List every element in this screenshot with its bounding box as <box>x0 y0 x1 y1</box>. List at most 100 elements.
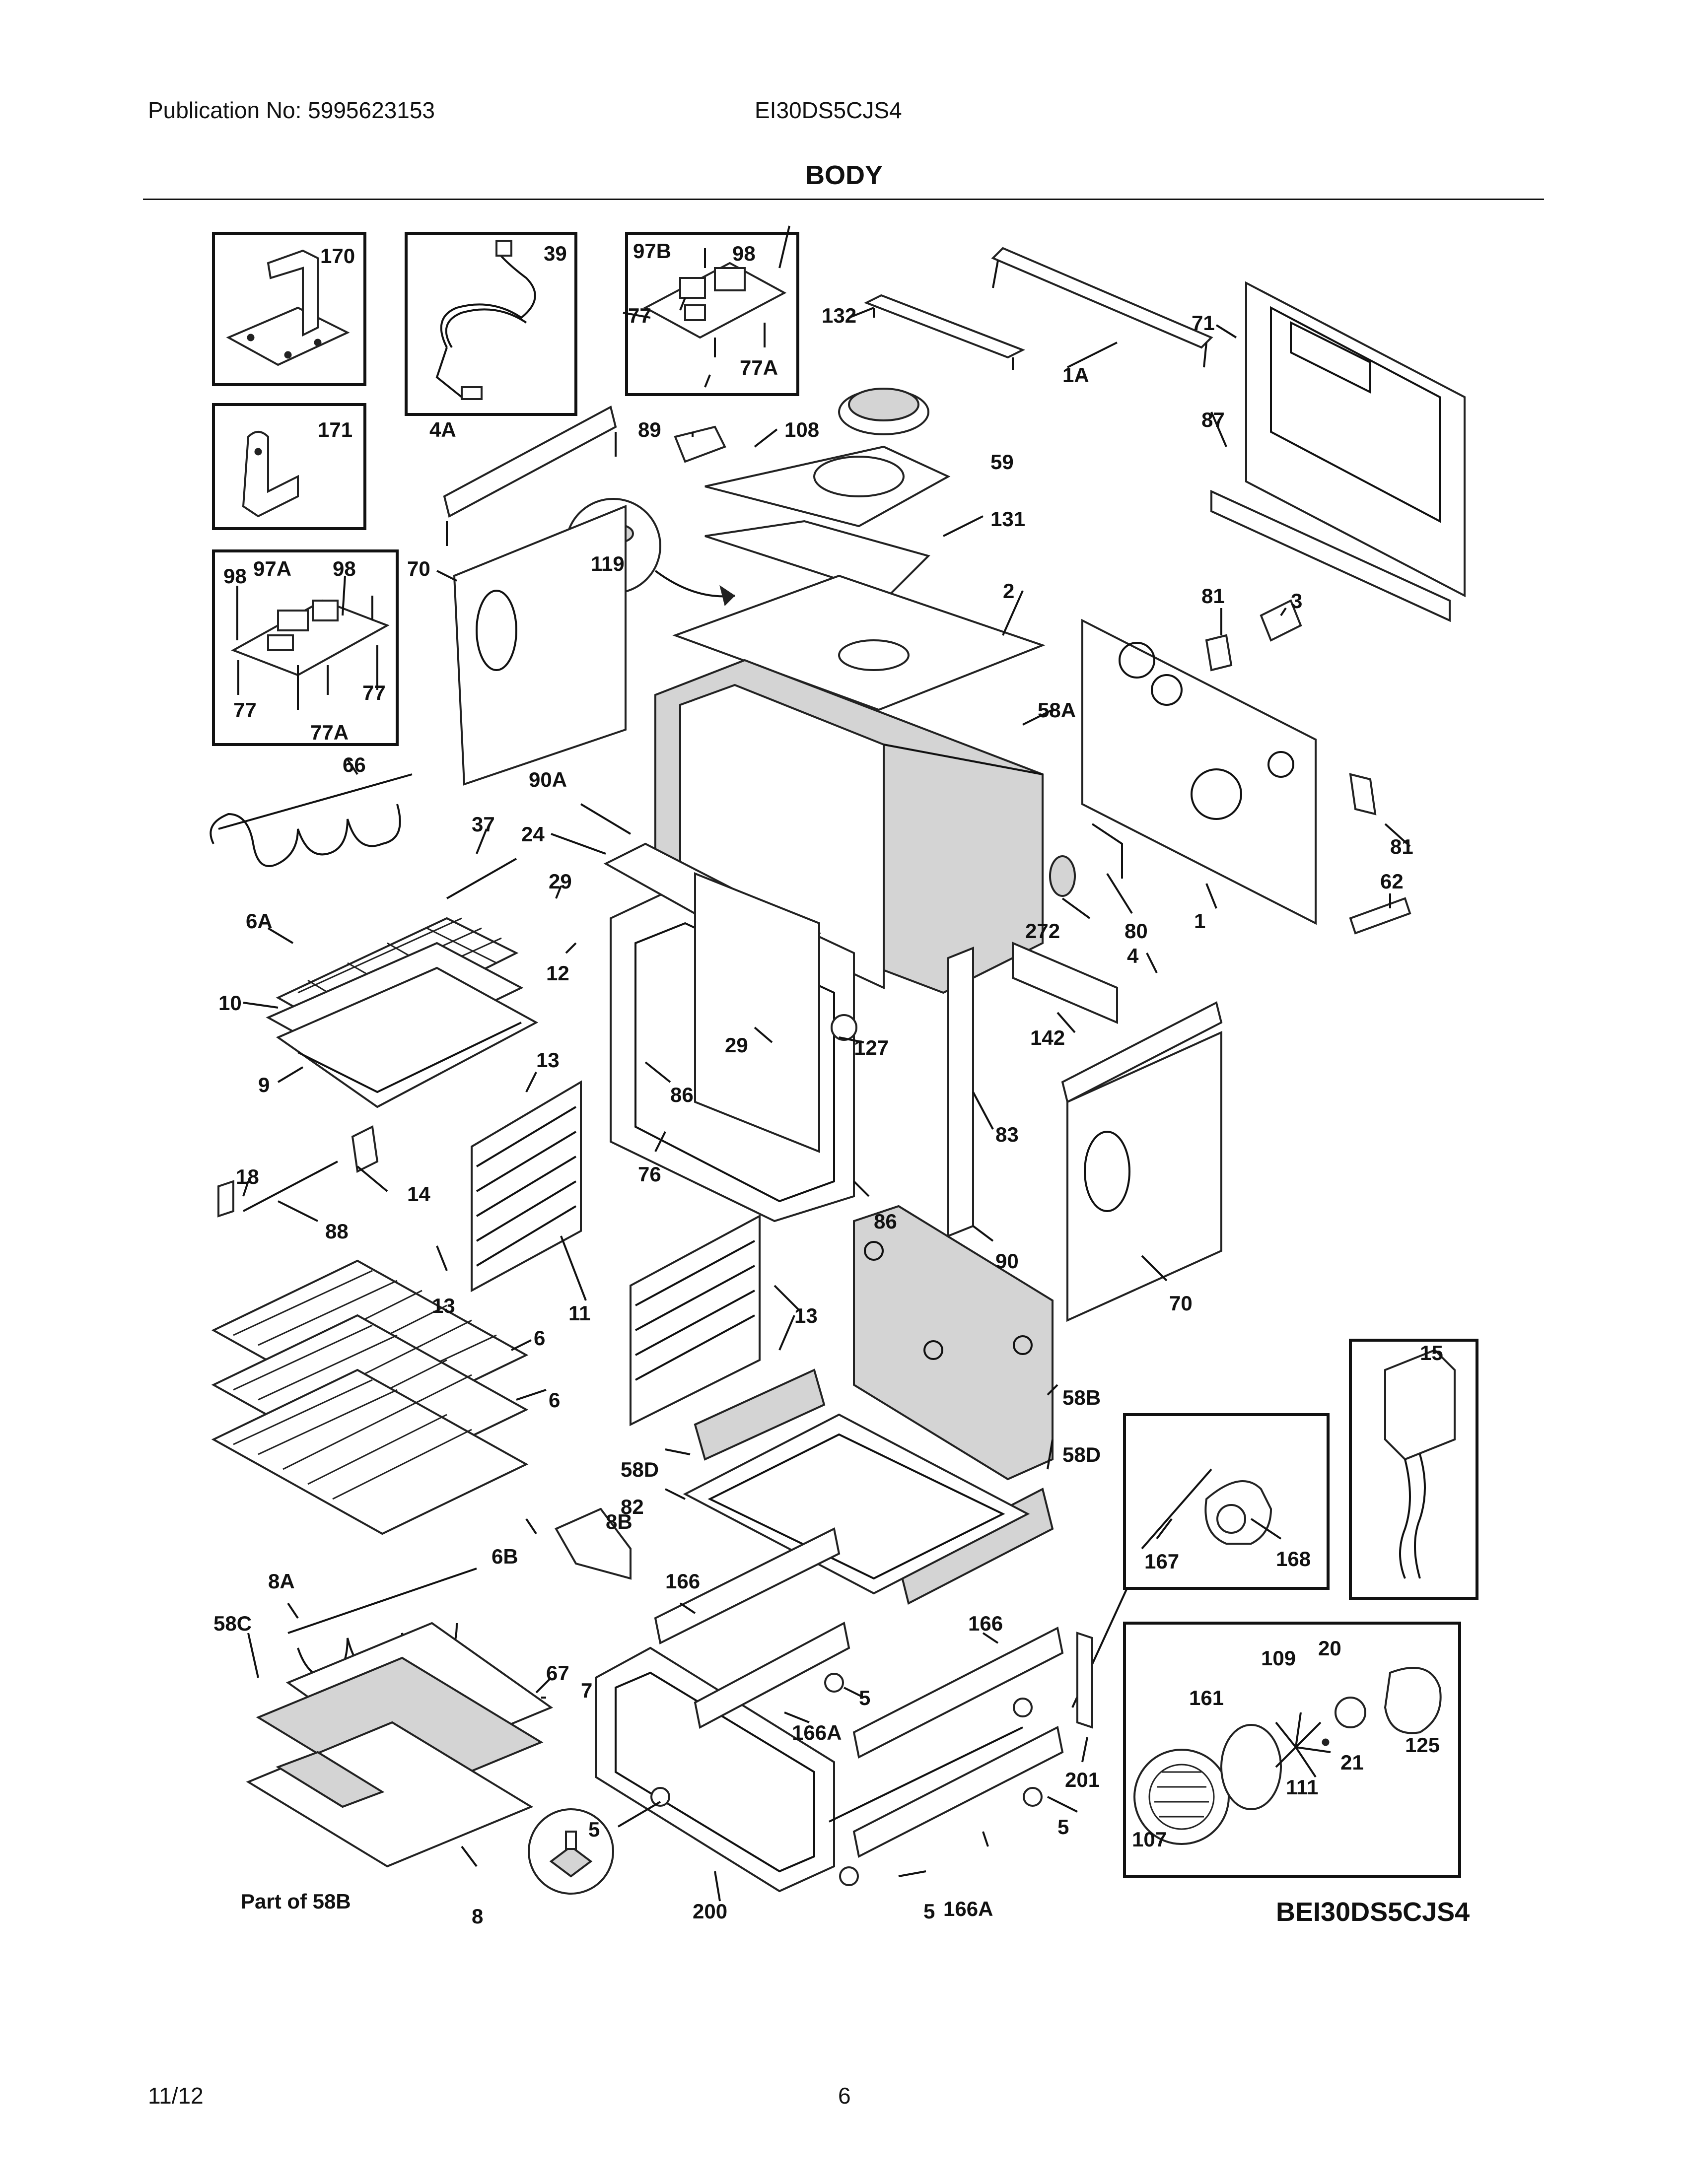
inset-170 <box>212 232 366 386</box>
motor-108 <box>838 388 929 435</box>
pan-9 <box>276 966 539 1108</box>
callout-98-right: 98 <box>333 557 356 580</box>
callout-8b: 8B <box>606 1510 633 1533</box>
inset-convection-fan <box>1123 1622 1461 1878</box>
callout-166-right: 166 <box>968 1612 1003 1635</box>
slide-166a-left <box>694 1621 850 1729</box>
rail-4 <box>1061 1001 1223 1103</box>
rod-88 <box>217 1160 338 1218</box>
callout-8a: 8A <box>268 1570 295 1593</box>
callout-5-bottom: 5 <box>923 1900 935 1923</box>
panel-8 <box>246 1721 534 1868</box>
callout-161: 161 <box>1189 1686 1224 1709</box>
switch-89 <box>674 425 726 463</box>
rail-1a <box>991 247 1213 368</box>
callout-39: 39 <box>544 242 567 265</box>
callout-166-left: 166 <box>665 1570 700 1593</box>
callout-80: 80 <box>1125 919 1148 943</box>
lock-14 <box>351 1125 379 1173</box>
terminal-62 <box>1349 897 1411 935</box>
callout-108: 108 <box>784 418 819 441</box>
callout-58a: 58A <box>1038 698 1076 722</box>
sensor-80 <box>1091 823 1123 879</box>
callout-58d-left: 58D <box>621 1458 659 1481</box>
note-part-of-58b: Part of 58B <box>241 1890 351 1913</box>
callout-107: 107 <box>1132 1828 1167 1851</box>
model-number: EI30DS5CJS4 <box>755 97 902 123</box>
callout-5-detail: 5 <box>588 1818 600 1841</box>
callout-15: 15 <box>1420 1341 1443 1365</box>
inset-15 <box>1349 1339 1478 1600</box>
callout-6b: 6B <box>492 1545 518 1568</box>
leveling-legs-5 <box>650 1673 1043 1886</box>
side-panel-70-right <box>1066 1030 1222 1322</box>
cavity-inner <box>694 872 857 1153</box>
callout-90a: 90A <box>529 768 567 791</box>
callout-13-left: 13 <box>432 1294 455 1317</box>
callout-168: 168 <box>1276 1547 1311 1570</box>
callout-13-top: 13 <box>536 1048 560 1072</box>
callout-1: 1 <box>1194 909 1205 933</box>
callout-12: 12 <box>546 961 569 985</box>
detail-5 <box>528 1808 614 1895</box>
callout-21: 21 <box>1340 1751 1364 1774</box>
callout-5-right: 5 <box>1057 1815 1069 1839</box>
callout-97a: 97A <box>253 557 291 580</box>
callout-labels: 170 39 97B 98 77 77A 132 1A 71 171 4A 89… <box>213 239 1470 1928</box>
callout-58c: 58C <box>213 1612 252 1635</box>
publication-number: Publication No: 5995623153 <box>148 97 435 123</box>
inset-171 <box>212 403 366 530</box>
insulation-58d-left <box>694 1368 826 1461</box>
callout-127: 127 <box>854 1036 889 1059</box>
callout-10: 10 <box>218 991 242 1015</box>
callout-82: 82 <box>621 1495 644 1518</box>
callout-20: 20 <box>1318 1637 1341 1660</box>
callout-201: 201 <box>1065 1768 1100 1791</box>
callout-11: 11 <box>568 1301 590 1325</box>
bracket-142 <box>1012 941 1118 1024</box>
callout-142: 142 <box>1030 1026 1065 1049</box>
callout-3: 3 <box>1291 589 1302 613</box>
callout-77a-top: 77A <box>740 356 778 379</box>
callout-70-right: 70 <box>1169 1292 1193 1315</box>
callout-125: 125 <box>1405 1733 1440 1757</box>
callout-77a-left: 77A <box>310 721 349 744</box>
callout-37: 37 <box>472 813 495 836</box>
callout-170: 170 <box>320 244 355 268</box>
callout-66: 66 <box>343 753 366 776</box>
footer-date: 11/12 <box>148 2083 204 2109</box>
rack-support-11 <box>471 1080 582 1293</box>
callout-6-mid: 6 <box>549 1388 560 1412</box>
callout-89: 89 <box>638 418 661 441</box>
callout-98-top: 98 <box>732 242 756 265</box>
callout-166a-mid: 166A <box>792 1721 842 1744</box>
side-trim-83-90 <box>947 947 974 1237</box>
callout-77-left: 77 <box>233 698 257 722</box>
callout-119: 119 <box>591 552 625 575</box>
inset-39 <box>405 232 577 416</box>
rack-support-center <box>630 1214 761 1427</box>
callout-77-right: 77 <box>362 681 386 704</box>
callout-67: 67 <box>546 1661 569 1685</box>
callout-109: 109 <box>1261 1646 1296 1670</box>
callout-24: 24 <box>521 822 545 846</box>
callout-90: 90 <box>995 1249 1019 1273</box>
callout-111: 111 <box>1286 1775 1318 1799</box>
rear-frame-1 <box>1081 618 1317 925</box>
callout-167: 167 <box>1144 1550 1179 1573</box>
rod-201 <box>829 1632 1093 1823</box>
callout-1a: 1A <box>1062 363 1089 387</box>
rear-panel-71 <box>1245 281 1466 598</box>
callout-97b: 97B <box>633 239 671 263</box>
callout-87: 87 <box>1201 408 1225 431</box>
callout-76: 76 <box>638 1162 661 1186</box>
callout-4: 4 <box>1127 944 1139 967</box>
hinge-8b <box>555 1507 632 1580</box>
callout-272: 272 <box>1025 919 1060 943</box>
callout-4a: 4A <box>429 418 456 441</box>
callout-29-mid: 29 <box>725 1033 748 1057</box>
section-title: BODY <box>805 160 883 190</box>
front-frame-200 <box>595 1646 835 1893</box>
callout-29-top: 29 <box>549 870 572 893</box>
rail-4a <box>443 406 617 546</box>
